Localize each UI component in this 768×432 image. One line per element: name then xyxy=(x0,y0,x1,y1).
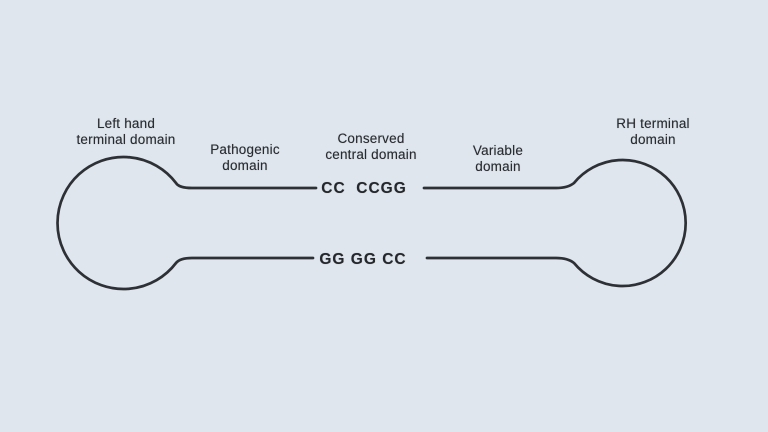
top-strand-sequence: CC CCGG xyxy=(321,180,407,197)
left-terminal-loop-path xyxy=(56,155,318,291)
label-left-terminal-domain: Left hand terminal domain xyxy=(76,116,176,147)
label-pathogenic-domain: Pathogenic domain xyxy=(210,142,280,173)
label-variable-domain: Variable domain xyxy=(472,143,524,174)
label-rh-terminal-domain: RH terminal domain xyxy=(616,116,690,147)
label-conserved-central-domain: Conserved central domain xyxy=(325,131,417,162)
right-terminal-loop-path xyxy=(422,158,687,288)
bottom-strand-sequence: GG GG CC xyxy=(319,251,407,268)
